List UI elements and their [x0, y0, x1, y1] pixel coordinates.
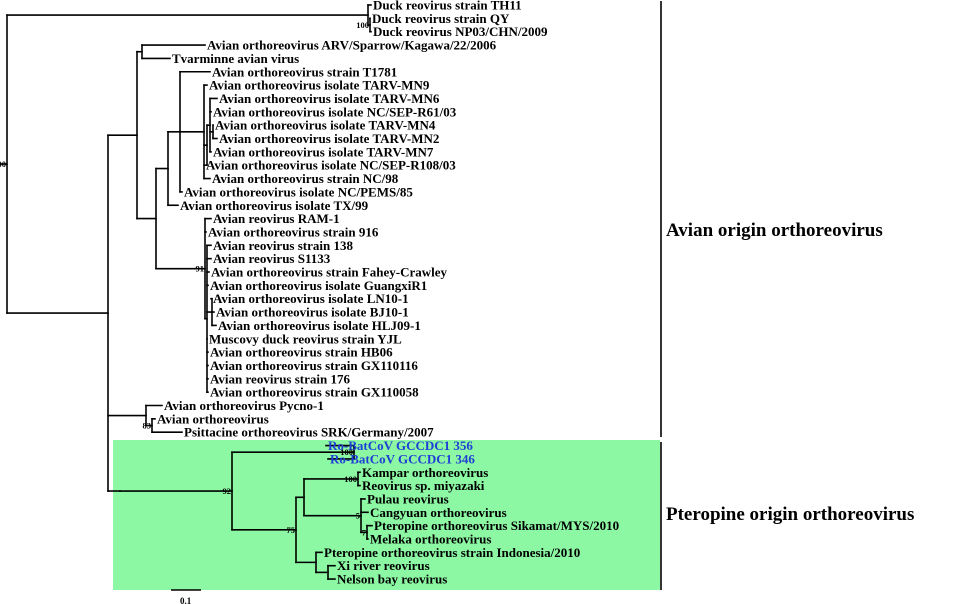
pteropine-highlight-box — [113, 440, 660, 590]
leaf-label: Kampar orthoreovirus — [362, 465, 488, 480]
leaf-label: Avian orthoreovirus ARV/Sparrow/Kagawa/2… — [207, 38, 497, 53]
leaf-label: Avian orthoreovirus isolate TARV-MN9 — [209, 78, 430, 93]
leaf-label: Nelson bay reovirus — [337, 572, 447, 587]
leaf-label: Avian orthoreovirus isolate NC/SEP-R61/0… — [213, 104, 457, 119]
bootstrap-labels: 100 91 100 83 92 100 75 100 57 — [0, 20, 369, 537]
bootstrap-value: 100 — [0, 159, 6, 169]
leaf-label: Avian orthoreovirus strain Fahey-Crawley — [211, 265, 448, 280]
leaf-label: Avian orthoreovirus isolate TARV-MN7 — [213, 144, 434, 159]
leaf-label: Reovirus sp. miyazaki — [362, 478, 485, 493]
leaf-label: Avian orthoreovirus — [157, 411, 269, 426]
leaf-label: Avian orthoreovirus isolate TX/99 — [180, 198, 369, 213]
bootstrap-value: 7 — [362, 527, 367, 537]
leaf-label: Avian orthoreovirus strain GX110058 — [210, 385, 419, 400]
leaf-label: Pulau reovirus — [367, 491, 449, 506]
leaf-label: Avian reovirus RAM-1 — [213, 211, 340, 226]
bootstrap-value: 100 — [340, 447, 353, 457]
leaf-label: Avian orthoreovirus isolate HLJ09-1 — [218, 318, 421, 333]
bootstrap-value: 92 — [223, 486, 232, 496]
leaf-label: Avian orthoreovirus isolate TARV-MN6 — [219, 91, 440, 106]
group-label-avian: Avian origin orthoreovirus — [666, 220, 883, 241]
tree-branches — [0, 4, 373, 580]
leaf-label: Melaka orthoreovirus — [370, 532, 491, 547]
leaf-label: Avian orthoreovirus isolate LN10-1 — [213, 291, 409, 306]
leaf-label: Ro-BatCoV GCCDC1 346 — [330, 451, 475, 466]
bootstrap-value: 75 — [287, 525, 296, 535]
bootstrap-value: 100 — [344, 474, 357, 484]
leaf-label: Avian orthoreovirus strain NC/98 — [212, 171, 399, 186]
bootstrap-value: 5 — [356, 511, 360, 521]
leaf-label: Avian orthoreovirus strain 916 — [208, 224, 379, 239]
leaf-label: Avian orthoreovirus strain GX110116 — [210, 358, 418, 373]
leaf-label: Avian orthoreovirus isolate NC/PEMS/85 — [184, 184, 413, 199]
leaf-label: Avian orthoreovirus strain HB06 — [210, 345, 393, 360]
leaf-label: Avian reovirus strain 138 — [213, 238, 353, 253]
leaf-label: Psittacine orthoreovirus SRK/Germany/200… — [184, 425, 434, 440]
leaf-label: Avian reovirus strain 176 — [210, 371, 350, 386]
leaf-label: Avian orthoreovirus isolate TARV-MN4 — [215, 118, 436, 133]
leaf-label: Avian orthoreovirus strain T1781 — [212, 64, 397, 79]
bootstrap-value: 91 — [196, 264, 205, 274]
leaf-label: Avian orthoreovirus Pycno-1 — [164, 398, 324, 413]
leaf-label: Muscovy duck reovirus strain YJL — [209, 331, 402, 346]
leaf-label: Pteropine orthoreovirus strain Indonesia… — [324, 545, 580, 560]
group-label-pteropine: Pteropine origin orthoreovirus — [666, 504, 914, 525]
leaf-label: Avian orthoreovirus isolate NC/SEP-R108/… — [206, 158, 456, 173]
leaf-label: Avian orthoreovirus isolate BJ10-1 — [216, 305, 409, 320]
leaf-label: Pteropine orthoreovirus Sikamat/MYS/2010 — [374, 518, 619, 533]
bootstrap-value: 100 — [356, 20, 369, 30]
leaf-label: Cangyuan orthoreovirus — [370, 505, 507, 520]
leaf-label: Avian orthoreovirus isolate TARV-MN2 — [219, 131, 439, 146]
leaf-label: Avian orthoreovirus isolate GuangxiR1 — [210, 278, 427, 293]
scale-bar-label: 0.1 — [180, 596, 192, 604]
leaf-label: Tvarminne avian virus — [172, 51, 299, 66]
leaf-label: Avian reovirus S1133 — [213, 251, 331, 266]
leaf-label: Ro-BatCoV GCCDC1 356 — [328, 438, 473, 453]
bootstrap-value: 83 — [143, 421, 152, 431]
leaf-label: Duck reovirus NP03/CHN/2009 — [373, 24, 548, 39]
leaf-label: Duck reovirus strain TH11 — [373, 0, 522, 13]
leaf-label: Duck reovirus strain QY — [372, 11, 510, 26]
leaf-label: Xi river reovirus — [337, 558, 430, 573]
